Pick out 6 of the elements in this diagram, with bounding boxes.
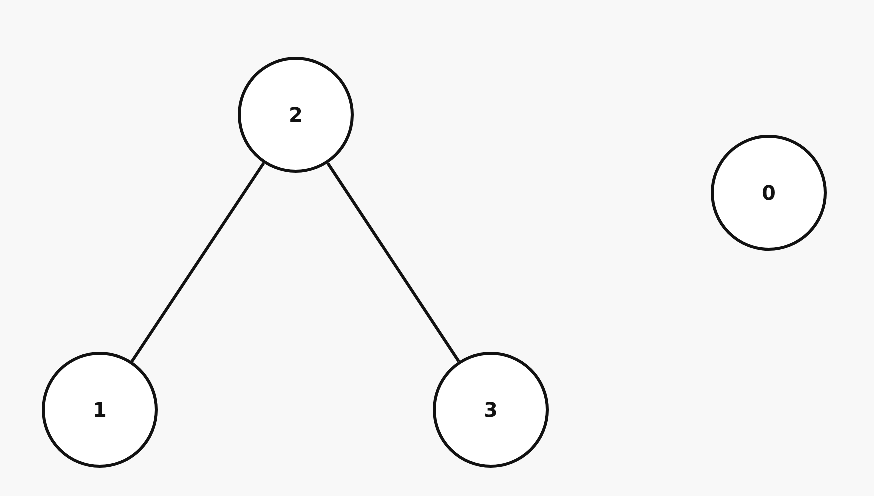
node-label: 3	[484, 398, 498, 422]
node-label: 2	[289, 103, 303, 127]
node-label: 0	[762, 181, 776, 205]
node-label: 1	[93, 398, 107, 422]
connector-line	[326, 162, 460, 362]
connector-line	[130, 162, 266, 363]
